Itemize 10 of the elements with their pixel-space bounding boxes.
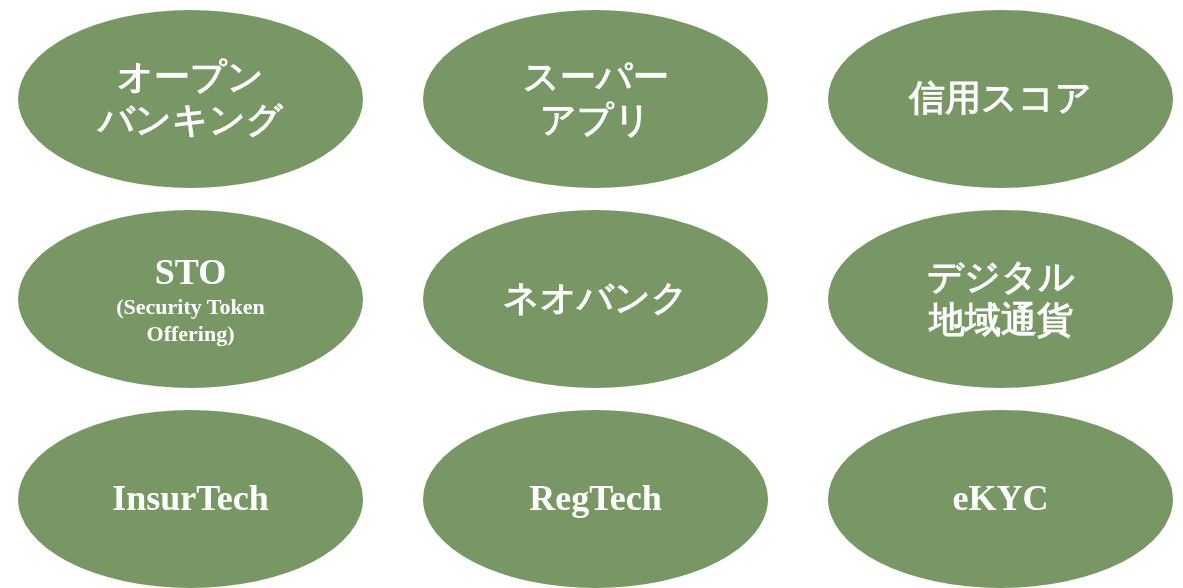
node-label: eKYC [952,477,1049,521]
node-subtitle: (Security Token Offering) [115,294,266,347]
node-label: スーパーアプリ [521,55,670,142]
node-label: オープンバンキング [98,55,283,142]
node-label: RegTech [529,477,662,521]
node-label: 信用スコア [909,77,1092,121]
node-label: InsurTech [112,477,269,521]
node-label: ネオバンク [503,277,688,321]
node-label: STO [154,251,227,294]
node-label: デジタル地域通貨 [925,255,1076,342]
